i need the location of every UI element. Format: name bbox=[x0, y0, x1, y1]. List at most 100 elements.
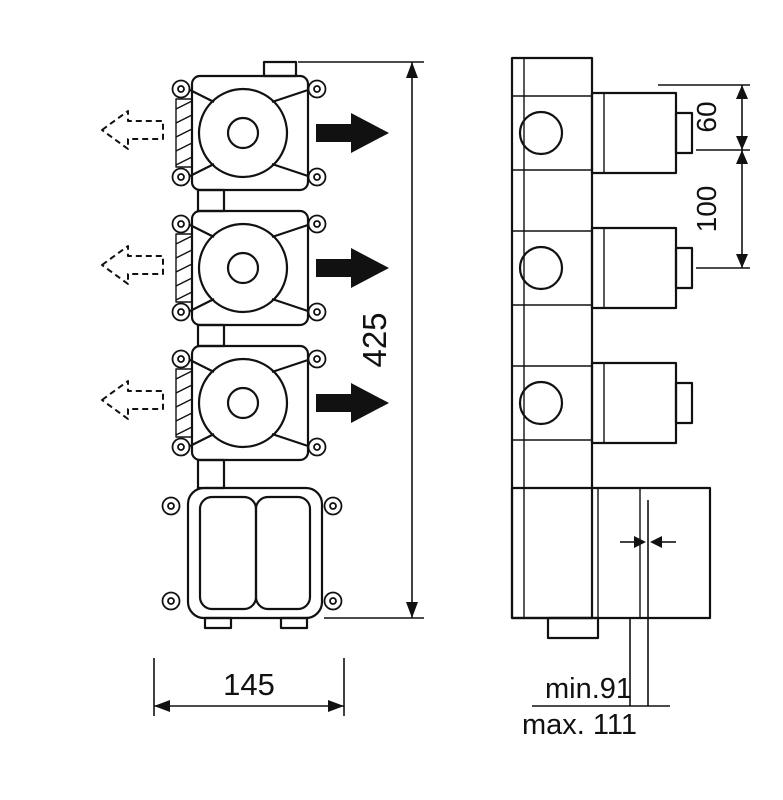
inlet-arrow-icon bbox=[101, 245, 164, 285]
screw-hole bbox=[329, 597, 337, 605]
inlet-plate-body bbox=[175, 368, 193, 438]
front-view bbox=[101, 60, 389, 630]
ear-hole bbox=[323, 591, 343, 611]
ear-hole bbox=[307, 79, 327, 99]
outlet-nub bbox=[674, 381, 694, 425]
hatch-line bbox=[175, 156, 193, 166]
wing-line bbox=[271, 358, 309, 374]
ear-hole bbox=[161, 496, 181, 516]
ear-hole bbox=[307, 437, 327, 457]
box-inner-left bbox=[198, 495, 258, 611]
outlet-nub bbox=[674, 246, 694, 290]
mounting-ears bbox=[171, 349, 327, 457]
screw-hole bbox=[313, 173, 321, 181]
outlet-nub bbox=[674, 111, 694, 155]
side-view bbox=[510, 56, 712, 640]
connector-tab bbox=[196, 188, 226, 213]
wing-line bbox=[189, 359, 215, 373]
dimension-port-spacing: 60 100 bbox=[658, 84, 750, 269]
depth-adjust-indicator bbox=[620, 500, 676, 592]
hatch-line bbox=[175, 277, 193, 287]
arrowhead bbox=[328, 700, 344, 712]
screw-hole bbox=[313, 443, 321, 451]
ear-hole bbox=[323, 496, 343, 516]
dim-label-depth-max: max. 111 bbox=[522, 709, 637, 741]
hatch-line bbox=[175, 398, 193, 408]
valve-module-3 bbox=[171, 344, 327, 462]
wing-line bbox=[189, 163, 215, 177]
ear-hole bbox=[171, 167, 191, 187]
inlet-arrow-icon bbox=[101, 380, 164, 420]
screw-hole bbox=[167, 502, 175, 510]
mounting-ears bbox=[161, 496, 343, 611]
hatch-line bbox=[175, 100, 193, 110]
hatch-line bbox=[175, 114, 193, 124]
valve-spindle-circle bbox=[226, 251, 260, 285]
mounting-ears bbox=[171, 79, 327, 187]
screw-hole bbox=[329, 502, 337, 510]
wing-line bbox=[271, 223, 309, 239]
inlet-plate bbox=[175, 233, 193, 303]
side-box-foot bbox=[546, 616, 600, 640]
wing-line bbox=[271, 432, 309, 448]
arrowhead bbox=[736, 85, 748, 99]
ear-hole bbox=[307, 302, 327, 322]
wing-line bbox=[189, 224, 215, 238]
outlet-arrow-icon bbox=[316, 113, 389, 153]
wing-line bbox=[271, 88, 309, 104]
ear-hole bbox=[171, 79, 191, 99]
valve-side-circle bbox=[518, 380, 564, 426]
wing-line bbox=[271, 297, 309, 313]
ear-hole bbox=[307, 349, 327, 369]
dim-label-width: 145 bbox=[223, 667, 275, 702]
arrowhead bbox=[736, 150, 748, 164]
screw-hole bbox=[313, 85, 321, 93]
ear-hole bbox=[171, 214, 191, 234]
dim-label-height: 425 bbox=[356, 312, 393, 367]
arrowhead bbox=[406, 62, 418, 78]
screw-hole bbox=[313, 220, 321, 228]
ear-hole bbox=[171, 437, 191, 457]
connector-tab bbox=[196, 323, 226, 348]
inlet-arrow-icon bbox=[101, 110, 164, 150]
ear-hole bbox=[161, 591, 181, 611]
indicator-arrowhead bbox=[634, 536, 646, 548]
dim-label-depth-min: min.91 bbox=[545, 673, 632, 705]
indicator-arrowhead bbox=[650, 536, 662, 548]
inlet-plate bbox=[175, 98, 193, 168]
side-mounting-box bbox=[510, 486, 712, 640]
inlet-plate-body bbox=[175, 98, 193, 168]
ear-hole bbox=[307, 167, 327, 187]
inlet-plate bbox=[175, 368, 193, 438]
mounting-box bbox=[161, 486, 343, 630]
screw-hole bbox=[177, 308, 185, 316]
inlet-plate-body bbox=[175, 233, 193, 303]
wing-line bbox=[271, 162, 309, 178]
outlet-arrow-icon bbox=[316, 383, 389, 423]
valve-face-circle bbox=[197, 357, 289, 449]
valve-spindle-circle bbox=[226, 386, 260, 420]
valve-face-circle bbox=[197, 87, 289, 179]
box-outline bbox=[186, 486, 324, 620]
ear-hole bbox=[171, 302, 191, 322]
hatch-line bbox=[175, 263, 193, 273]
ear-hole bbox=[171, 349, 191, 369]
arrowhead bbox=[406, 602, 418, 618]
hatch-line bbox=[175, 235, 193, 245]
screw-hole bbox=[177, 173, 185, 181]
ear-hole bbox=[307, 214, 327, 234]
dimension-depth: min.91 max. 111 bbox=[522, 592, 670, 741]
top-tab bbox=[262, 60, 298, 78]
outlet-arrow-icon bbox=[316, 248, 389, 288]
cartridge-housing-2 bbox=[590, 226, 694, 310]
hatch-line bbox=[175, 249, 193, 259]
hatch-line bbox=[175, 426, 193, 436]
mounting-ears bbox=[171, 214, 327, 322]
hatch-line bbox=[175, 412, 193, 422]
screw-hole bbox=[177, 355, 185, 363]
module-body bbox=[190, 344, 310, 462]
module-body bbox=[190, 74, 310, 192]
hatch-line bbox=[175, 291, 193, 301]
